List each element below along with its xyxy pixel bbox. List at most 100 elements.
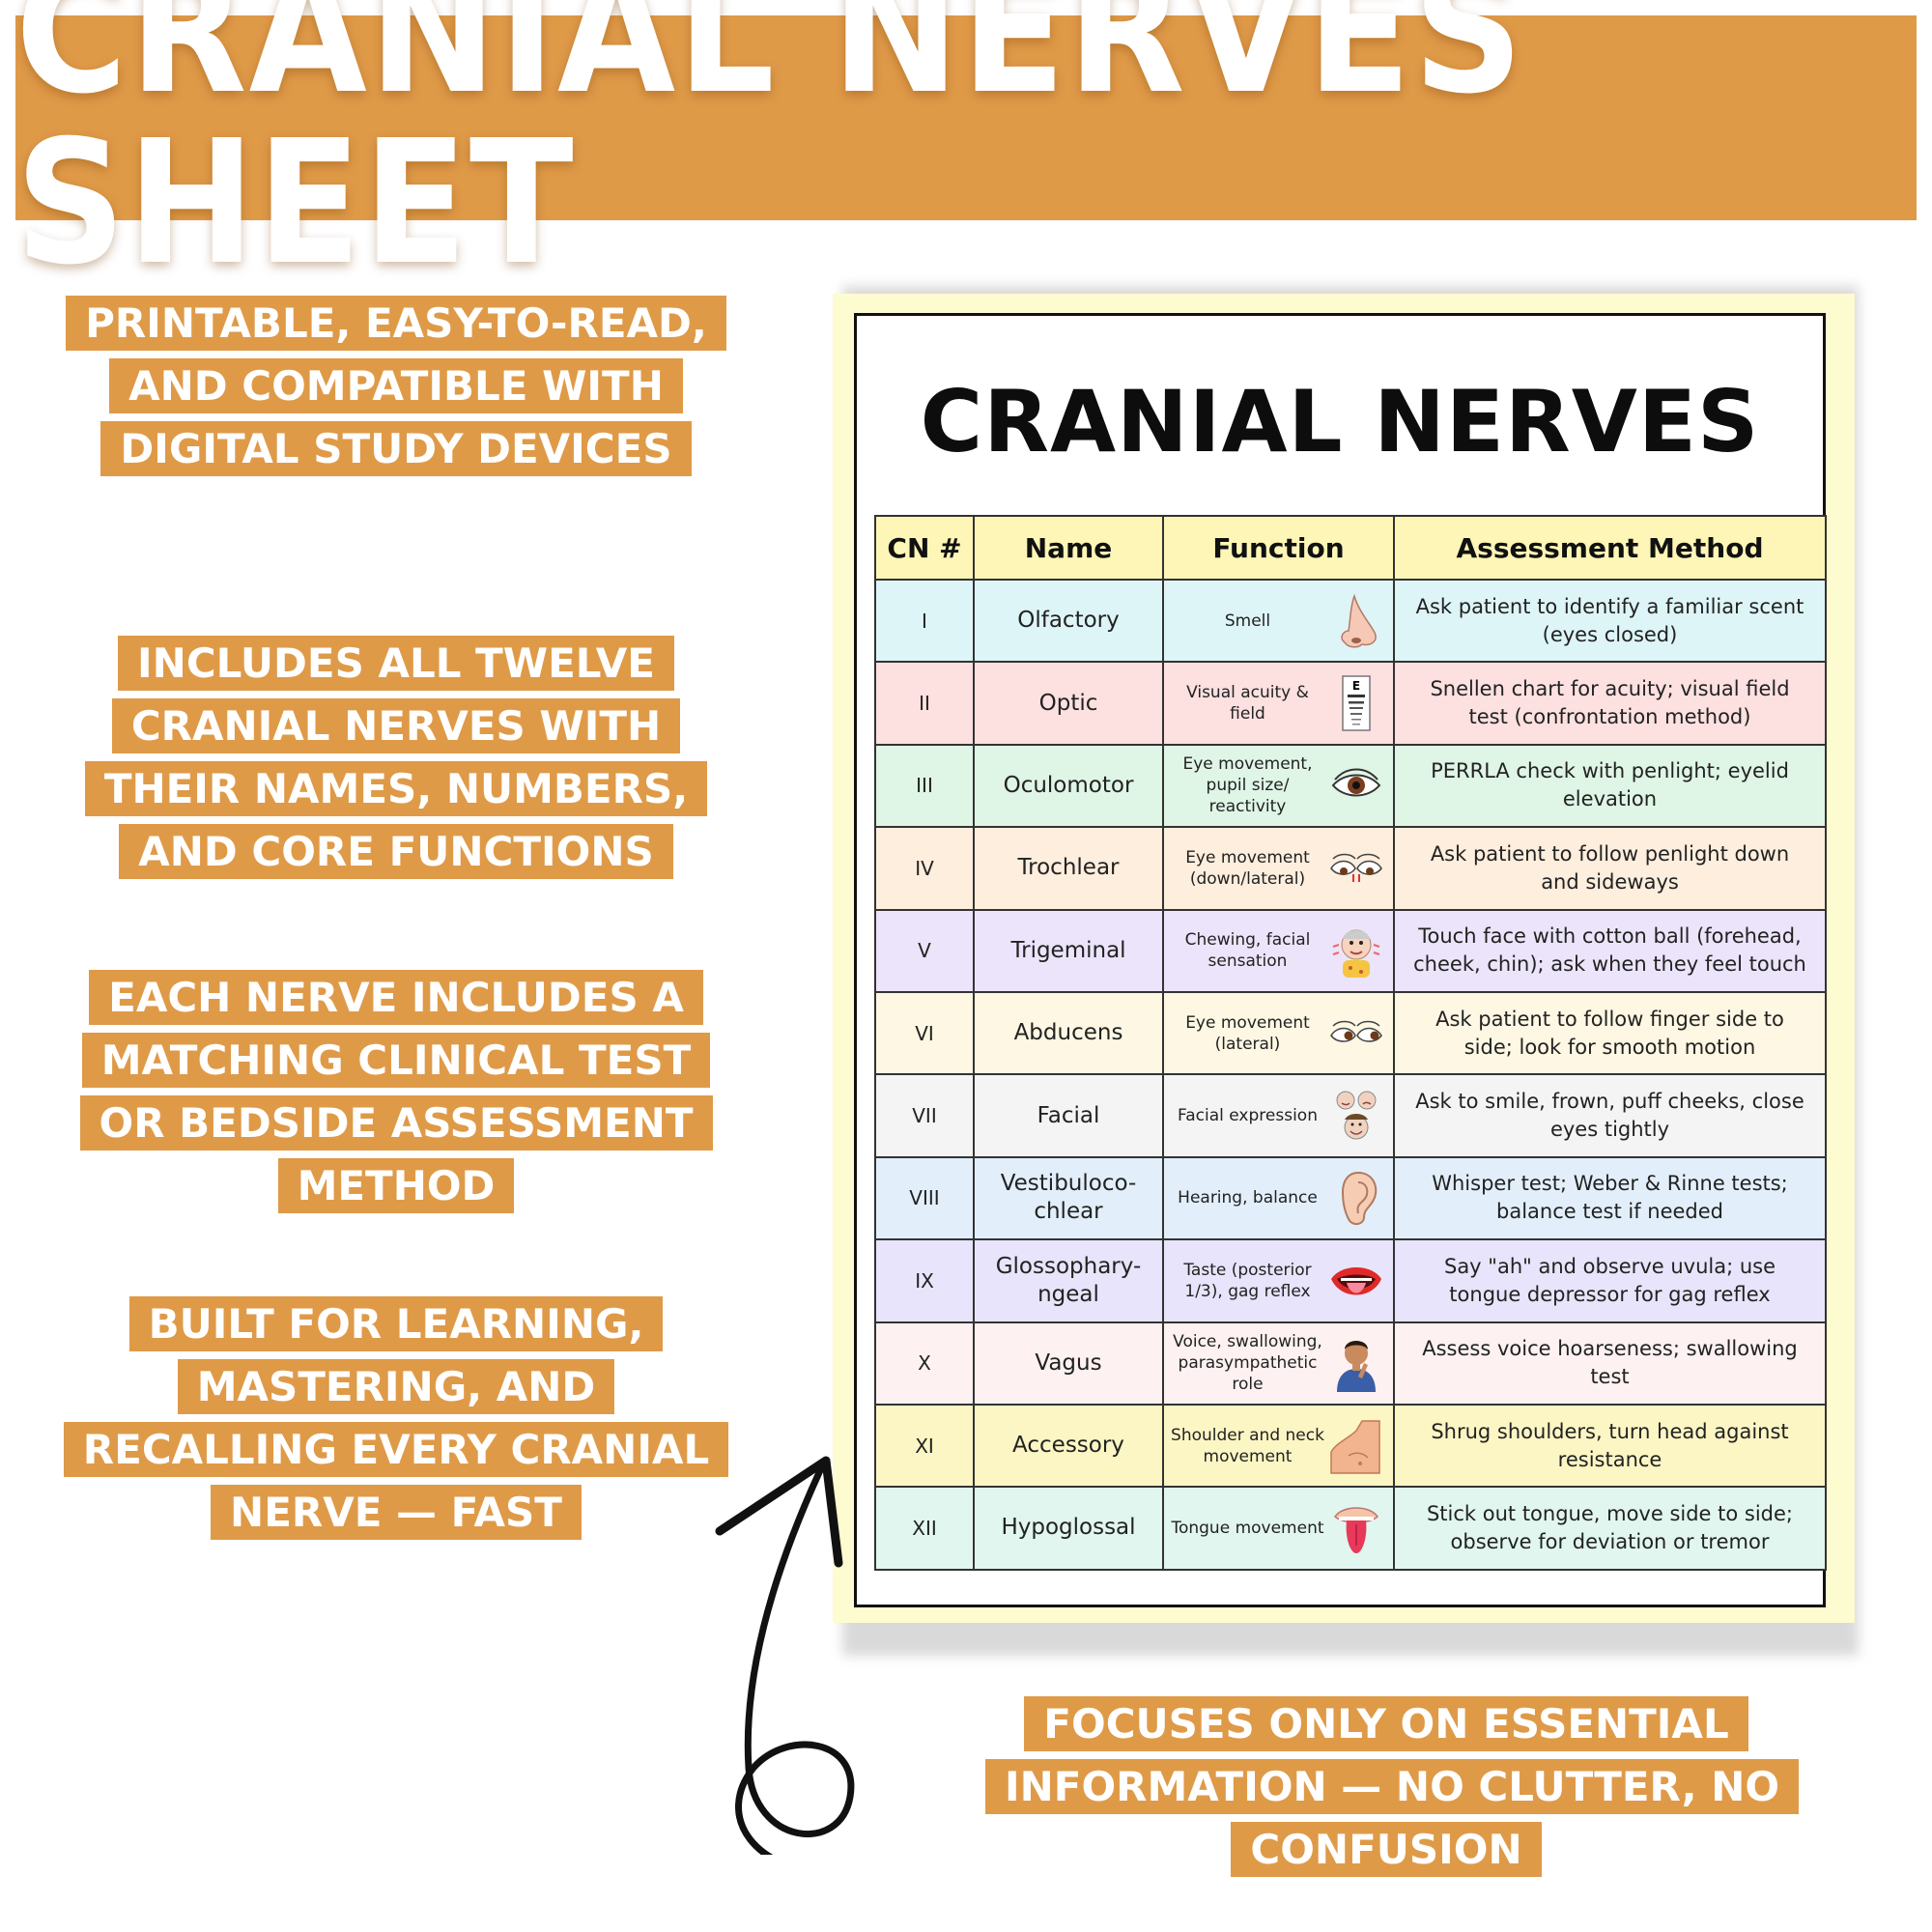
eyes-down-icon: [1329, 839, 1383, 897]
nerve-function: Shoulder and neck movement: [1171, 1425, 1324, 1466]
sheet-preview: CRANIAL NERVES CN # Name Function Assess…: [833, 294, 1855, 1623]
callout-text: PRINTABLE, EASY-TO-READ, AND COMPATIBLE …: [66, 296, 726, 476]
nerve-function-cell: Facial expression: [1162, 1073, 1395, 1158]
shoulder-icon: [1329, 1417, 1383, 1475]
assessment-method: Ask to smile, frown, puff cheeks, close …: [1393, 1073, 1827, 1158]
nerve-function-cell: Eye movement, pupil size/ reactivity: [1162, 743, 1395, 829]
cn-number: V: [874, 908, 975, 993]
nerve-function: Eye movement, pupil size/ reactivity: [1182, 754, 1313, 817]
cn-number: X: [874, 1321, 975, 1406]
cn-number: III: [874, 743, 975, 829]
nerve-function-cell: Tongue movement: [1162, 1486, 1395, 1571]
nerve-function: Eye movement (down/lateral): [1185, 847, 1310, 889]
assessment-method: PERRLA check with penlight; eyelid eleva…: [1393, 743, 1827, 829]
sheet-title: CRANIAL NERVES: [920, 372, 1760, 471]
nerve-function: Visual acuity & field: [1186, 683, 1309, 724]
assessment-method: Shrug shoulders, turn head against resis…: [1393, 1403, 1827, 1489]
nerve-function-cell: Chewing, facial sensation: [1162, 908, 1395, 993]
assessment-method: Snellen chart for acuity; visual field t…: [1393, 661, 1827, 746]
callout-text: FOCUSES ONLY ON ESSENTIAL INFORMATION — …: [985, 1696, 1800, 1877]
assessment-method: Stick out tongue, move side to side; obs…: [1393, 1486, 1827, 1571]
nerve-name: Hypoglossal: [973, 1486, 1164, 1571]
header-function: Function: [1162, 515, 1395, 581]
callout-essential-info: FOCUSES ONLY ON ESSENTIAL INFORMATION — …: [985, 1692, 1800, 1881]
nerve-function: Facial expression: [1178, 1106, 1318, 1126]
callout-printable: PRINTABLE, EASY-TO-READ, AND COMPATIBLE …: [58, 292, 734, 480]
tongue-icon: [1329, 1499, 1383, 1557]
nerve-name: Trochlear: [973, 826, 1164, 911]
cn-number: XII: [874, 1486, 975, 1571]
callout-text: BUILT FOR LEARNING, MASTERING, AND RECAL…: [63, 1296, 729, 1540]
nerve-function-cell: Smell: [1162, 578, 1395, 664]
nerve-function-cell: Taste (posterior 1/3), gag reflex: [1162, 1238, 1395, 1323]
cn-number: IV: [874, 826, 975, 911]
nerve-name: Vagus: [973, 1321, 1164, 1406]
person-throat-icon: [1329, 1334, 1383, 1393]
assessment-method: Ask patient to identify a familiar scent…: [1393, 578, 1827, 664]
curved-arrow-icon: [715, 1456, 855, 1855]
assessment-method: Touch face with cotton ball (forehead, c…: [1393, 908, 1827, 993]
nerve-function: Tongue movement: [1171, 1518, 1324, 1538]
expressions-icon: [1329, 1087, 1383, 1145]
nerve-name: Oculomotor: [973, 743, 1164, 829]
header-cn: CN #: [874, 515, 975, 581]
nerve-function: Hearing, balance: [1178, 1188, 1318, 1208]
cn-number: I: [874, 578, 975, 664]
nerve-function-cell: Eye movement (down/lateral): [1162, 826, 1395, 911]
header-banner: CRANIAL NERVES SHEET: [15, 0, 1917, 289]
nerve-name: Abducens: [973, 990, 1164, 1076]
nerve-name: Optic: [973, 661, 1164, 746]
assessment-method: Ask patient to follow penlight down and …: [1393, 826, 1827, 911]
cn-number: II: [874, 661, 975, 746]
sheet-page: CRANIAL NERVES CN # Name Function Assess…: [854, 313, 1827, 1607]
eye-icon: [1329, 756, 1383, 814]
cn-number: IX: [874, 1238, 975, 1323]
nerve-name: Vestibuloco-chlear: [973, 1155, 1164, 1241]
nerve-function-cell: Shoulder and neck movement: [1162, 1403, 1395, 1489]
nerve-function-cell: Visual acuity & field E: [1162, 661, 1395, 746]
eye-chart-icon: E: [1329, 674, 1383, 732]
callout-built-for-learning: BUILT FOR LEARNING, MASTERING, AND RECAL…: [58, 1293, 734, 1544]
nerve-function: Eye movement (lateral): [1185, 1012, 1310, 1054]
mouth-icon: [1329, 1252, 1383, 1310]
svg-text:E: E: [1352, 679, 1360, 693]
callout-twelve-nerves: INCLUDES ALL TWELVE CRANIAL NERVES WITH …: [58, 632, 734, 883]
nerve-function: Smell: [1224, 611, 1271, 631]
nerve-name: Olfactory: [973, 578, 1164, 664]
banner-title: CRANIAL NERVES SHEET: [15, 0, 1525, 303]
nerve-function: Voice, swallowing, parasympathetic role: [1173, 1332, 1322, 1395]
nerve-name: Accessory: [973, 1403, 1164, 1489]
assessment-method: Say "ah" and observe uvula; use tongue d…: [1393, 1238, 1827, 1323]
assessment-method: Whisper test; Weber & Rinne tests; balan…: [1393, 1155, 1827, 1241]
callout-text: INCLUDES ALL TWELVE CRANIAL NERVES WITH …: [84, 636, 708, 879]
nerve-name: Glossophary-ngeal: [973, 1238, 1164, 1323]
callout-text: EACH NERVE INCLUDES A MATCHING CLINICAL …: [79, 970, 713, 1213]
cn-number: XI: [874, 1403, 975, 1489]
assessment-method: Ask patient to follow finger side to sid…: [1393, 990, 1827, 1076]
callout-clinical-test: EACH NERVE INCLUDES A MATCHING CLINICAL …: [58, 966, 734, 1217]
nerve-function: Taste (posterior 1/3), gag reflex: [1183, 1260, 1312, 1301]
nerve-function-cell: Hearing, balance: [1162, 1155, 1395, 1241]
nerve-name: Facial: [973, 1073, 1164, 1158]
cn-number: VII: [874, 1073, 975, 1158]
nerve-function-cell: Voice, swallowing, parasympathetic role: [1162, 1321, 1395, 1406]
cn-number: VI: [874, 990, 975, 1076]
table-header-row: CN # Name Function Assessment Method: [874, 515, 1827, 581]
cn-number: VIII: [874, 1155, 975, 1241]
ear-icon: [1329, 1169, 1383, 1227]
face-icon: [1329, 922, 1383, 980]
header-assessment: Assessment Method: [1393, 515, 1827, 581]
